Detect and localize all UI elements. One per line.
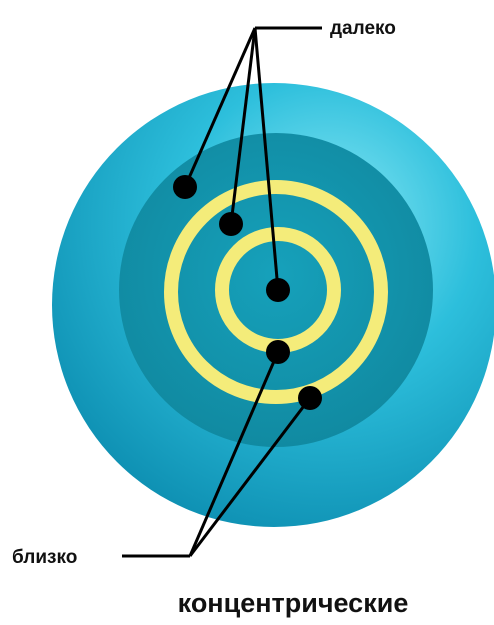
point-far-2 (219, 212, 243, 236)
point-far-1 (173, 175, 197, 199)
point-far-3 (266, 278, 290, 302)
point-near-2 (298, 386, 322, 410)
label-near: близко (12, 547, 77, 568)
label-far: далеко (330, 18, 396, 39)
caption: концентрические (178, 588, 409, 618)
point-near-1 (266, 340, 290, 364)
